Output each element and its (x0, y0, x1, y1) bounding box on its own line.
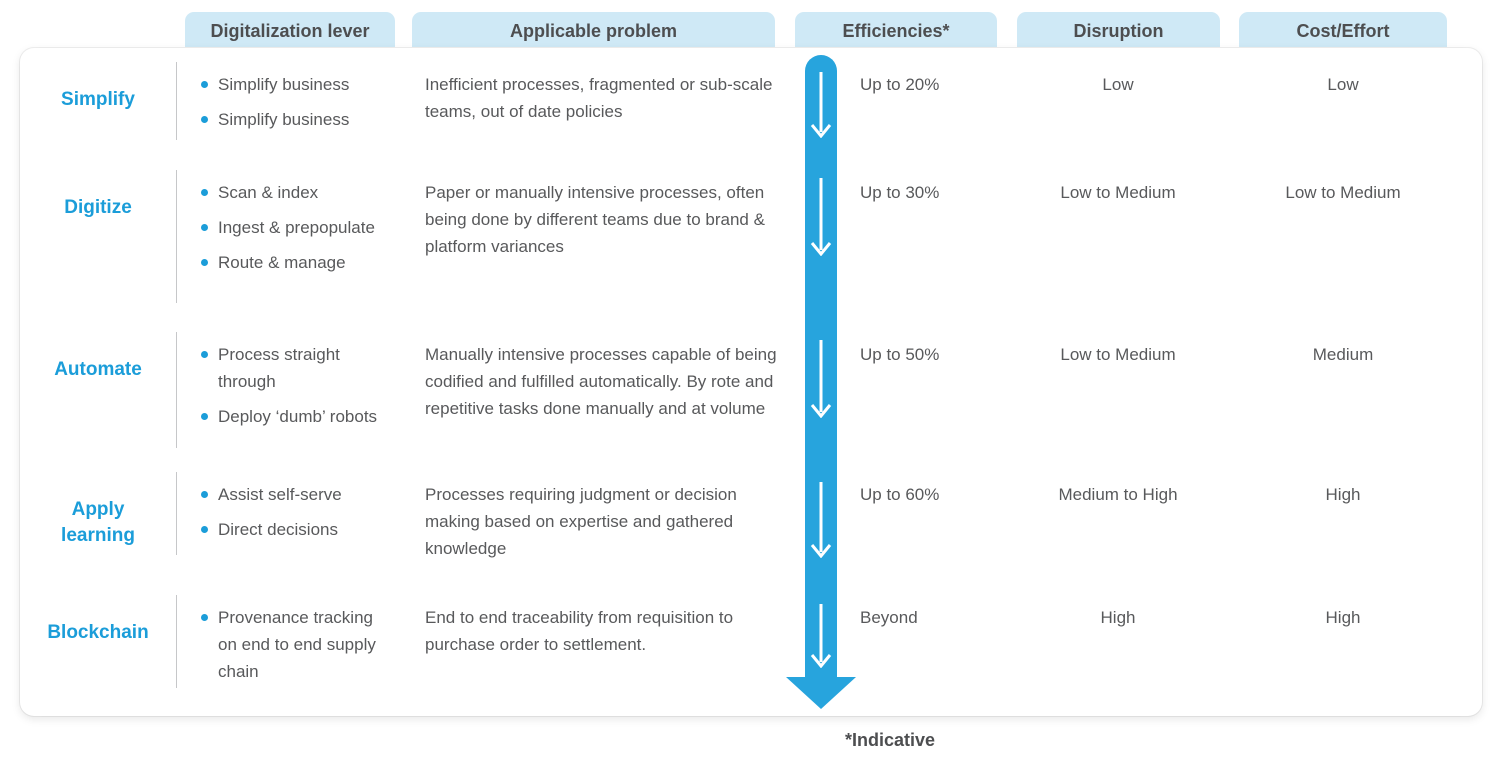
disruption-value: Low (1102, 75, 1134, 94)
column-header-label: Applicable problem (509, 21, 678, 41)
disruption-value: High (1100, 608, 1136, 627)
row-label: Automate (54, 359, 142, 380)
bullet-icon (201, 491, 208, 498)
row-label: Simplify (61, 89, 135, 110)
problem-cell: End to end traceability from requisition… (425, 608, 734, 654)
row-label-cell: Digitize (20, 170, 176, 303)
problem-cell: Manually intensive processes capable of … (425, 345, 777, 418)
problem-cell: Processes requiring judgment or decision… (425, 485, 737, 558)
lever-text: Scan & index (218, 183, 319, 202)
bullet-icon (201, 526, 208, 533)
indicative-footnote: *Indicative (845, 730, 936, 750)
lever-item: Direct decisions (201, 516, 380, 543)
lever-item: Simplify business (201, 106, 380, 133)
cost-effort-value: Medium (1312, 345, 1374, 364)
levers-cell: Process straight through Deploy ‘dumb’ r… (176, 332, 380, 448)
down-arrow-icon (810, 482, 832, 558)
down-arrow-icon (810, 72, 832, 138)
bullet-icon (201, 189, 208, 196)
down-arrow-icon (810, 178, 832, 256)
bullet-icon (201, 614, 208, 621)
efficiency-value: Beyond (860, 608, 918, 627)
lever-item: Assist self-serve (201, 481, 380, 508)
row-label-cell: Apply learning (20, 472, 176, 555)
column-header-label: Disruption (1073, 21, 1164, 41)
bullet-icon (201, 81, 208, 88)
problem-cell: Paper or manually intensive processes, o… (425, 183, 765, 256)
lever-item: Route & manage (201, 249, 380, 276)
flow-band-arrowhead (786, 677, 856, 709)
lever-text: Provenance tracking on end to end supply… (218, 608, 376, 681)
levers-cell: Scan & index Ingest & prepopulate Route … (176, 170, 380, 303)
cost-effort-value: Low (1327, 75, 1359, 94)
disruption-value: Medium to High (1058, 485, 1178, 504)
disruption-value: Low to Medium (1060, 345, 1176, 364)
row-label-cell: Automate (20, 332, 176, 448)
levers-cell: Assist self-serve Direct decisions (176, 472, 380, 555)
table-row-blockchain: Blockchain Provenance tracking on end to… (20, 595, 1482, 688)
lever-text: Simplify business (218, 75, 350, 94)
row-label: Digitize (64, 197, 132, 218)
row-label-cell: Blockchain (20, 595, 176, 688)
lever-text: Assist self-serve (218, 485, 342, 504)
problem-cell: Inefficient processes, fragmented or sub… (425, 75, 773, 121)
row-label-cell: Simplify (20, 62, 176, 140)
lever-text: Direct decisions (218, 520, 338, 539)
digitalization-table-card: Simplify Simplify business Simplify busi… (20, 48, 1482, 716)
table-row-simplify: Simplify Simplify business Simplify busi… (20, 62, 1482, 140)
lever-item: Provenance tracking on end to end supply… (201, 604, 380, 685)
table-row-automate: Automate Process straight through Deploy… (20, 332, 1482, 448)
table-row-digitize: Digitize Scan & index Ingest & prepopula… (20, 170, 1482, 303)
disruption-value: Low to Medium (1060, 183, 1176, 202)
lever-text: Deploy ‘dumb’ robots (218, 407, 378, 426)
down-arrow-icon (810, 340, 832, 418)
lever-item: Scan & index (201, 179, 380, 206)
lever-item: Simplify business (201, 71, 380, 98)
column-header-label: Digitalization lever (210, 21, 370, 41)
efficiency-value: Up to 60% (860, 485, 940, 504)
lever-text: Simplify business (218, 110, 350, 129)
bullet-icon (201, 413, 208, 420)
levers-cell: Provenance tracking on end to end supply… (176, 595, 380, 688)
efficiency-value: Up to 30% (860, 183, 940, 202)
table-row-apply-learning: Apply learning Assist self-serve Direct … (20, 472, 1482, 558)
bullet-icon (201, 259, 208, 266)
lever-text: Process straight through (218, 345, 340, 391)
bullet-icon (201, 116, 208, 123)
lever-item: Deploy ‘dumb’ robots (201, 403, 380, 430)
cost-effort-value: Low to Medium (1285, 183, 1401, 202)
efficiency-value: Up to 20% (860, 75, 940, 94)
efficiency-value: Up to 50% (860, 345, 940, 364)
cost-effort-value: High (1325, 485, 1361, 504)
bullet-icon (201, 351, 208, 358)
column-header-label: Cost/Effort (1296, 21, 1390, 41)
column-header-label: Efficiencies* (842, 21, 950, 41)
bullet-icon (201, 224, 208, 231)
cost-effort-value: High (1325, 608, 1361, 627)
row-label: Blockchain (47, 622, 149, 643)
row-label: Apply learning (61, 499, 135, 546)
down-arrow-icon (810, 604, 832, 668)
levers-cell: Simplify business Simplify business (176, 62, 380, 140)
lever-text: Ingest & prepopulate (218, 218, 375, 237)
lever-item: Process straight through (201, 341, 380, 395)
lever-text: Route & manage (218, 253, 346, 272)
lever-item: Ingest & prepopulate (201, 214, 380, 241)
